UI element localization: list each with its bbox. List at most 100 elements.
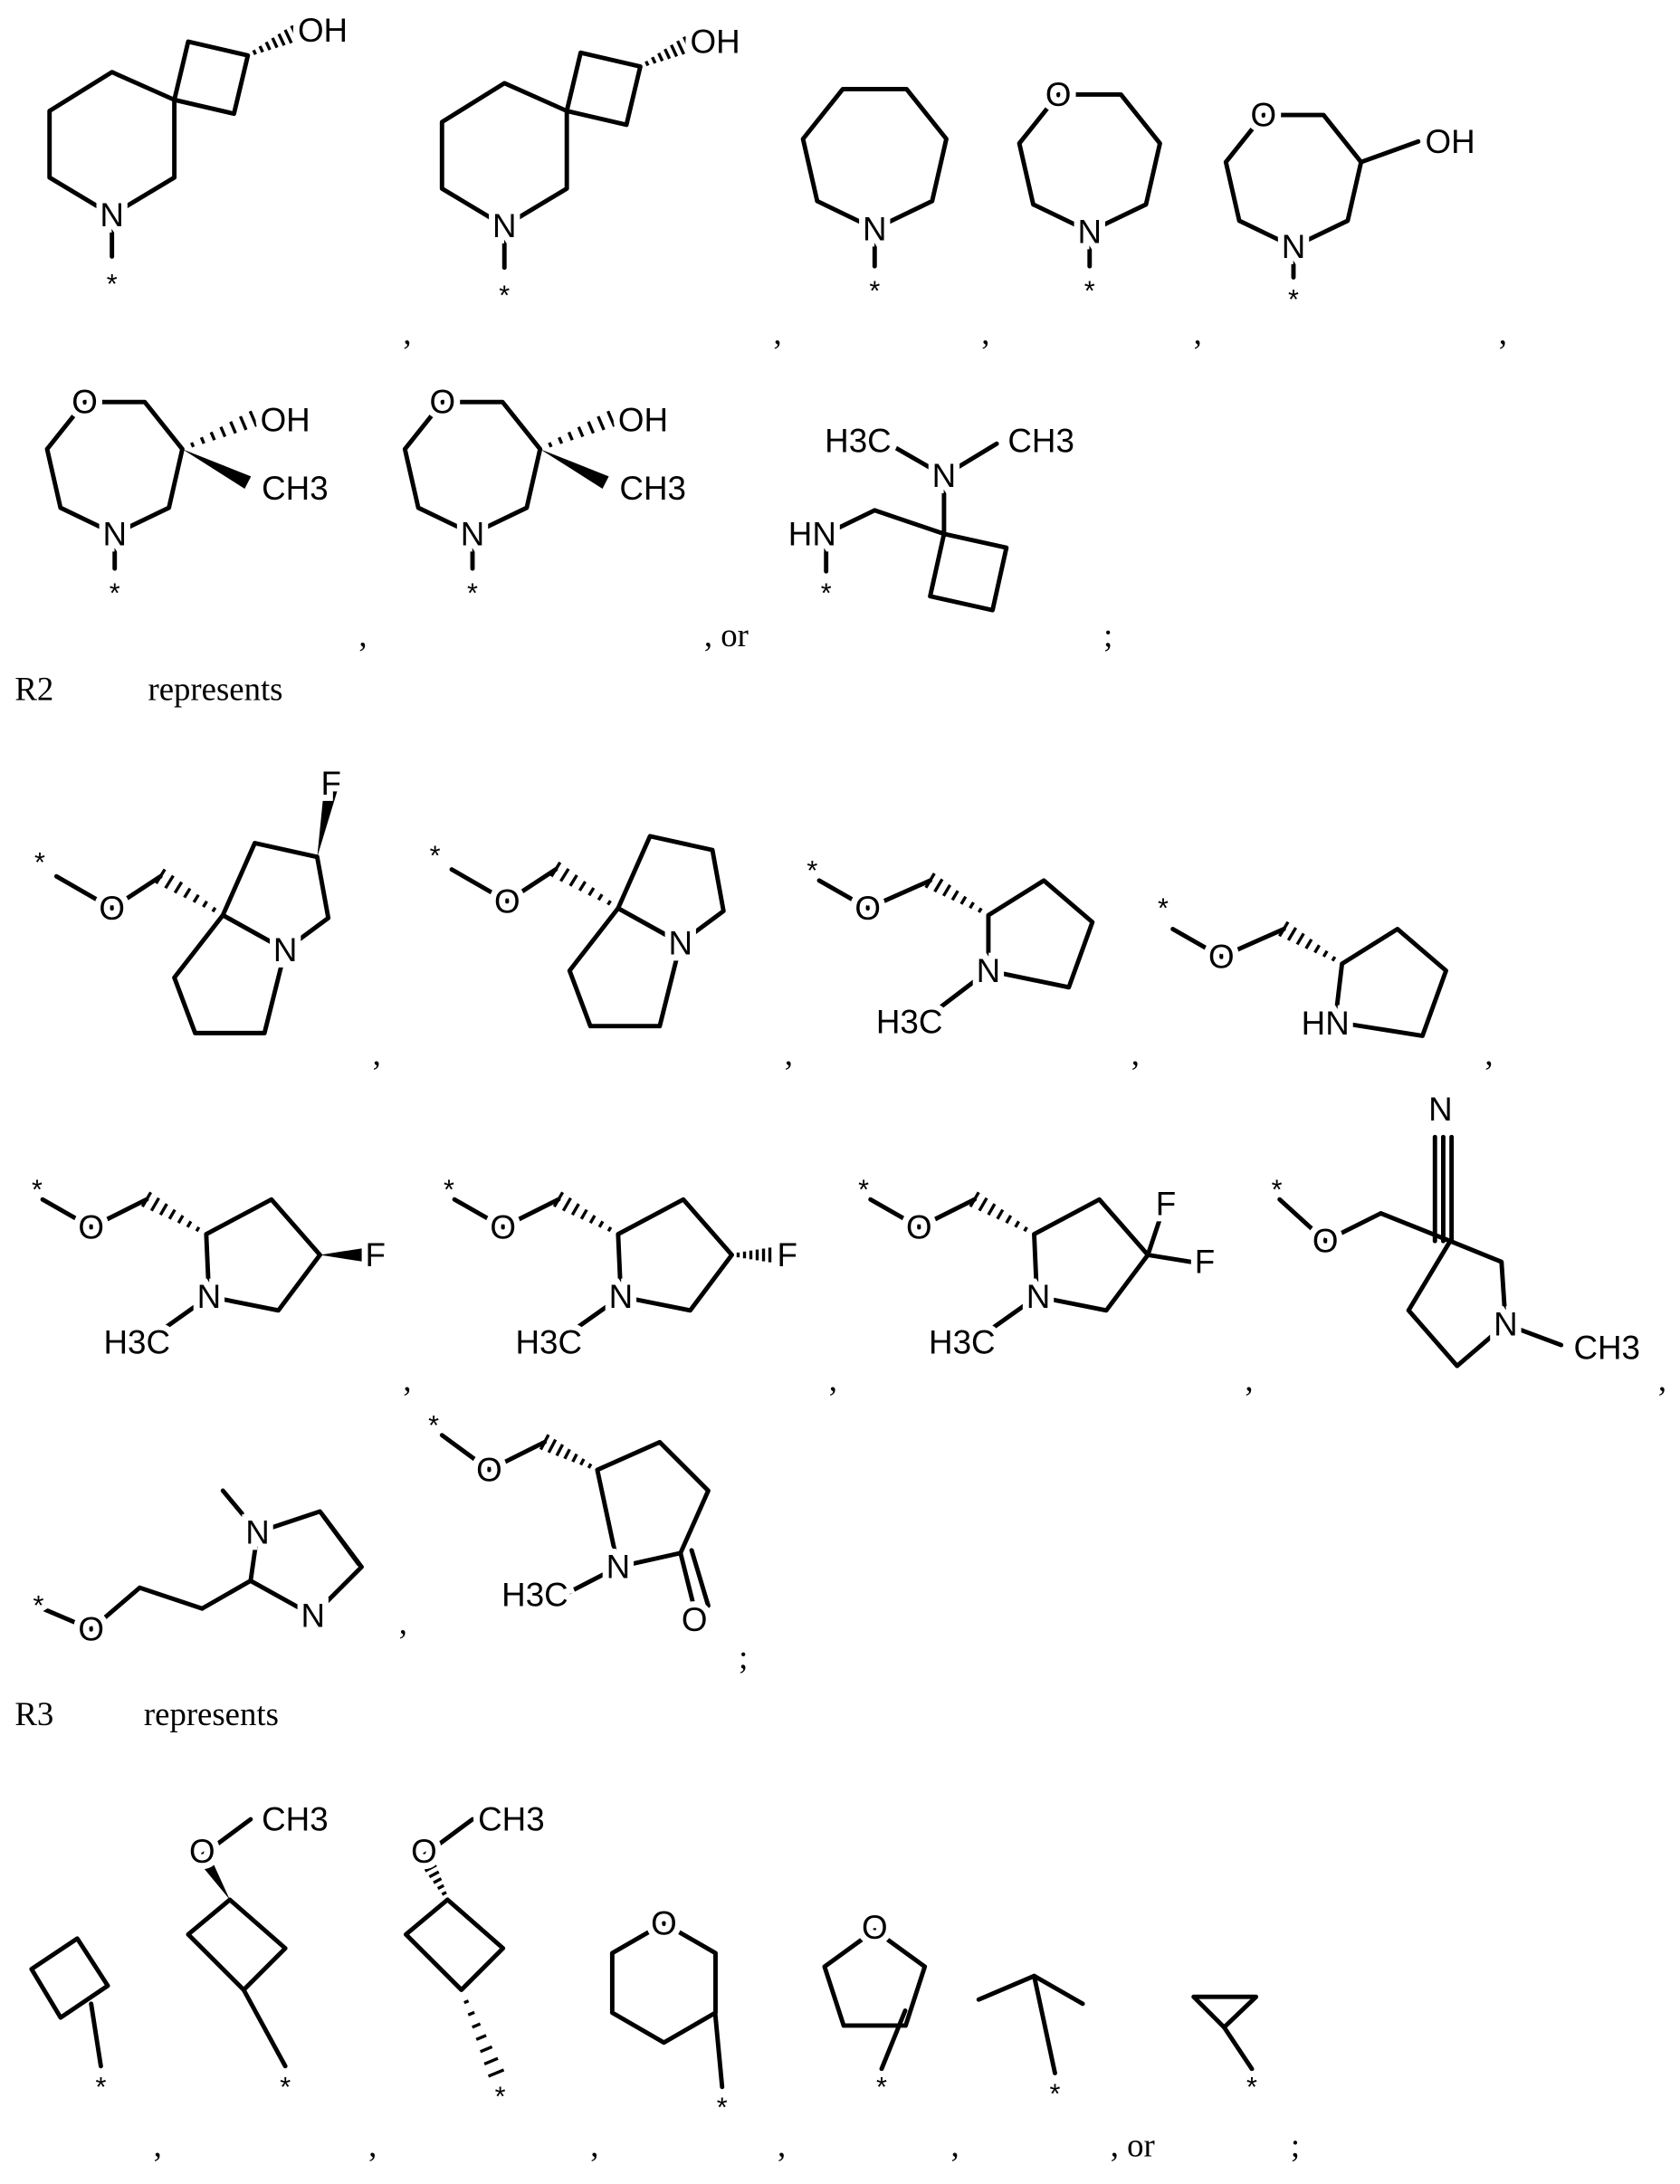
attachment-point: * [858, 1175, 869, 1206]
bond [715, 2014, 722, 2087]
separator: , [373, 1035, 381, 1073]
structure-cyano-n-methylpyrrolidine-methoxy: *ONCH3N [1272, 1091, 1640, 1367]
hash [429, 1872, 438, 1877]
hash [549, 443, 551, 447]
hash [579, 882, 585, 891]
hash [187, 1221, 191, 1226]
atom-label: F [366, 1236, 386, 1273]
separator: , [785, 1035, 793, 1073]
hash [279, 33, 284, 45]
hash [578, 427, 583, 437]
hash [589, 888, 594, 895]
atom-label: O [189, 1833, 215, 1870]
attachment-point: * [1084, 276, 1095, 307]
separator: , [403, 314, 411, 351]
hash [489, 2070, 504, 2076]
attachment-point: * [821, 578, 832, 609]
structure-n-methylpyrrolidine-methoxy: *ONH3C [807, 855, 1092, 1040]
structure-tetrahydrofuranyl: O* [825, 1909, 925, 2103]
hash [241, 416, 246, 430]
hash [979, 1198, 987, 1211]
atom-label: H3C [516, 1324, 583, 1361]
atom-label: CH3 [262, 470, 329, 507]
bond [1148, 1255, 1190, 1263]
bond [202, 1581, 251, 1609]
atom-label: O [862, 1909, 888, 1946]
hash [1288, 928, 1295, 940]
hash [434, 1879, 442, 1884]
hashed-bond [551, 863, 610, 905]
ring [567, 52, 640, 125]
atom-label: F [321, 765, 341, 802]
hash [581, 1459, 584, 1465]
attachment-point: * [876, 2072, 887, 2103]
attachment-point: * [1246, 2072, 1257, 2103]
separator: , [778, 2126, 786, 2163]
attachment-point: * [467, 578, 478, 609]
attachment-point: * [1050, 2078, 1061, 2109]
attachment-point: * [428, 1410, 439, 1441]
ring [618, 1199, 732, 1311]
hash [464, 2001, 469, 2003]
attachment-point: * [444, 1175, 454, 1206]
hash [1297, 933, 1303, 944]
structure-methylimidazolyl-ethoxy: *ONN [33, 1491, 362, 1648]
hash [952, 891, 958, 900]
hashed-bond [253, 25, 299, 54]
hash [1306, 939, 1312, 949]
atom-label: N [977, 952, 1001, 989]
ring [1034, 1199, 1148, 1311]
atom-label: O [682, 1601, 708, 1638]
ring [803, 89, 946, 228]
separator: ; [739, 1638, 748, 1675]
structure-methoxycyclobutyl-trans: CH3O* [406, 1801, 544, 2112]
atom-label: O [429, 384, 455, 421]
attachment-point: * [1272, 1175, 1283, 1206]
hashed-bond [156, 869, 215, 911]
atom-label: N [863, 210, 887, 247]
structure-pyrrolizine-methoxy: *ON [430, 836, 724, 1026]
bond [243, 1990, 285, 2066]
separator: , [1245, 1361, 1253, 1398]
separator: , [951, 2126, 959, 2163]
hash [185, 889, 190, 898]
hash [598, 894, 602, 900]
separator: , [590, 2126, 598, 2163]
attachment-point: * [430, 840, 441, 871]
hash [573, 1454, 577, 1463]
bond [978, 1976, 1034, 1999]
hash [472, 2024, 481, 2027]
hash [608, 901, 611, 904]
hash [559, 437, 562, 443]
hash [192, 443, 194, 447]
hash [250, 411, 256, 426]
chemical-structures: OHN*OHN*N*NO*NOOH*NOOHCH3*NOOHCH3*H3CNCH… [32, 12, 1640, 2123]
hash [978, 908, 981, 912]
hashed-bond [739, 1246, 777, 1263]
atom-label: N [301, 1597, 326, 1634]
hash [211, 432, 215, 440]
hash [1007, 1216, 1011, 1223]
ring [1226, 115, 1360, 247]
r2-label: R2 [14, 671, 53, 708]
hash [570, 875, 577, 886]
hash [572, 1204, 578, 1215]
hash [599, 1221, 603, 1226]
structure-methyl-oxazepanol-1: NOOHCH3* [47, 384, 329, 609]
hash [484, 2058, 498, 2064]
atom-label: CH3 [1573, 1330, 1640, 1367]
hash [653, 57, 655, 63]
hash [672, 45, 677, 57]
attachment-point: * [495, 2081, 506, 2112]
bond [91, 2004, 101, 2066]
hash [943, 885, 950, 896]
bond [1034, 1976, 1055, 2073]
hash [213, 908, 215, 911]
structure-cyclopropyl: * [1194, 1997, 1257, 2103]
atom-label: O [854, 890, 881, 927]
wedge-bond [182, 449, 251, 489]
ring [175, 915, 286, 1033]
hash [563, 1198, 570, 1211]
ring [988, 881, 1093, 987]
atom-label: N [1428, 1091, 1453, 1128]
